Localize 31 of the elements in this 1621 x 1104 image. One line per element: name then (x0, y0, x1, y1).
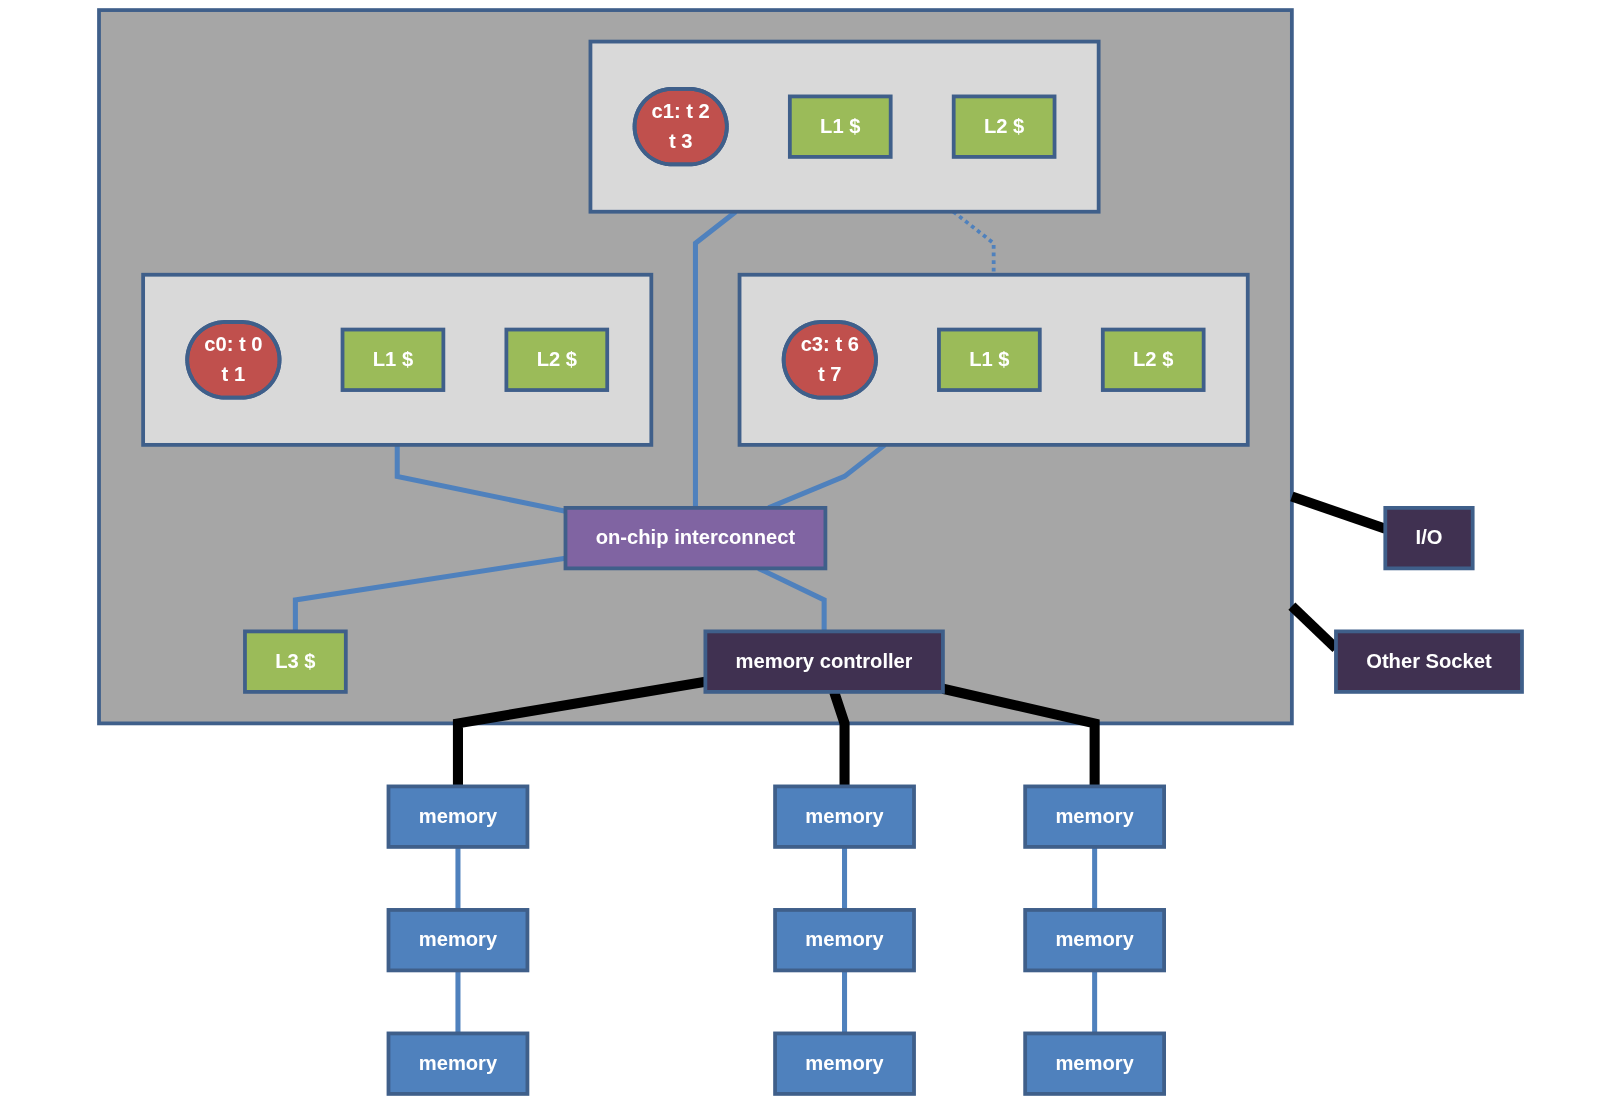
node-box: L2 $ (1100, 327, 1206, 392)
cluster (97, 8, 1294, 726)
connector (1092, 970, 1098, 1034)
connector (394, 444, 566, 514)
node-box: memory (386, 908, 530, 973)
node-box: memory (773, 784, 916, 849)
node-box: L2 $ (951, 94, 1057, 159)
connector (1092, 846, 1098, 910)
node-box: I/O (1383, 506, 1475, 571)
node-box: memory (386, 784, 530, 849)
node-box: memory (1023, 908, 1166, 973)
node-box: memory (1023, 784, 1166, 849)
node-box: L1 $ (787, 94, 893, 159)
node-box: L1 $ (937, 327, 1042, 392)
connector (842, 970, 848, 1034)
connector (455, 970, 461, 1034)
cluster (141, 272, 654, 447)
node-box: L1 $ (340, 327, 446, 392)
connector (455, 846, 461, 910)
cluster (588, 39, 1101, 214)
node-box: memory (773, 1031, 916, 1096)
node-box: memory (773, 908, 916, 973)
node-box: Other Socket (1334, 629, 1524, 694)
node-box: memory (386, 1031, 530, 1096)
node-box: L2 $ (504, 327, 610, 392)
node-box: on-chip interconnect (563, 506, 828, 571)
node-box: memory controller (703, 629, 945, 694)
node-box: memory (1023, 1031, 1166, 1096)
node-box: L3 $ (243, 629, 348, 694)
connector (842, 846, 848, 910)
cluster (737, 272, 1250, 447)
